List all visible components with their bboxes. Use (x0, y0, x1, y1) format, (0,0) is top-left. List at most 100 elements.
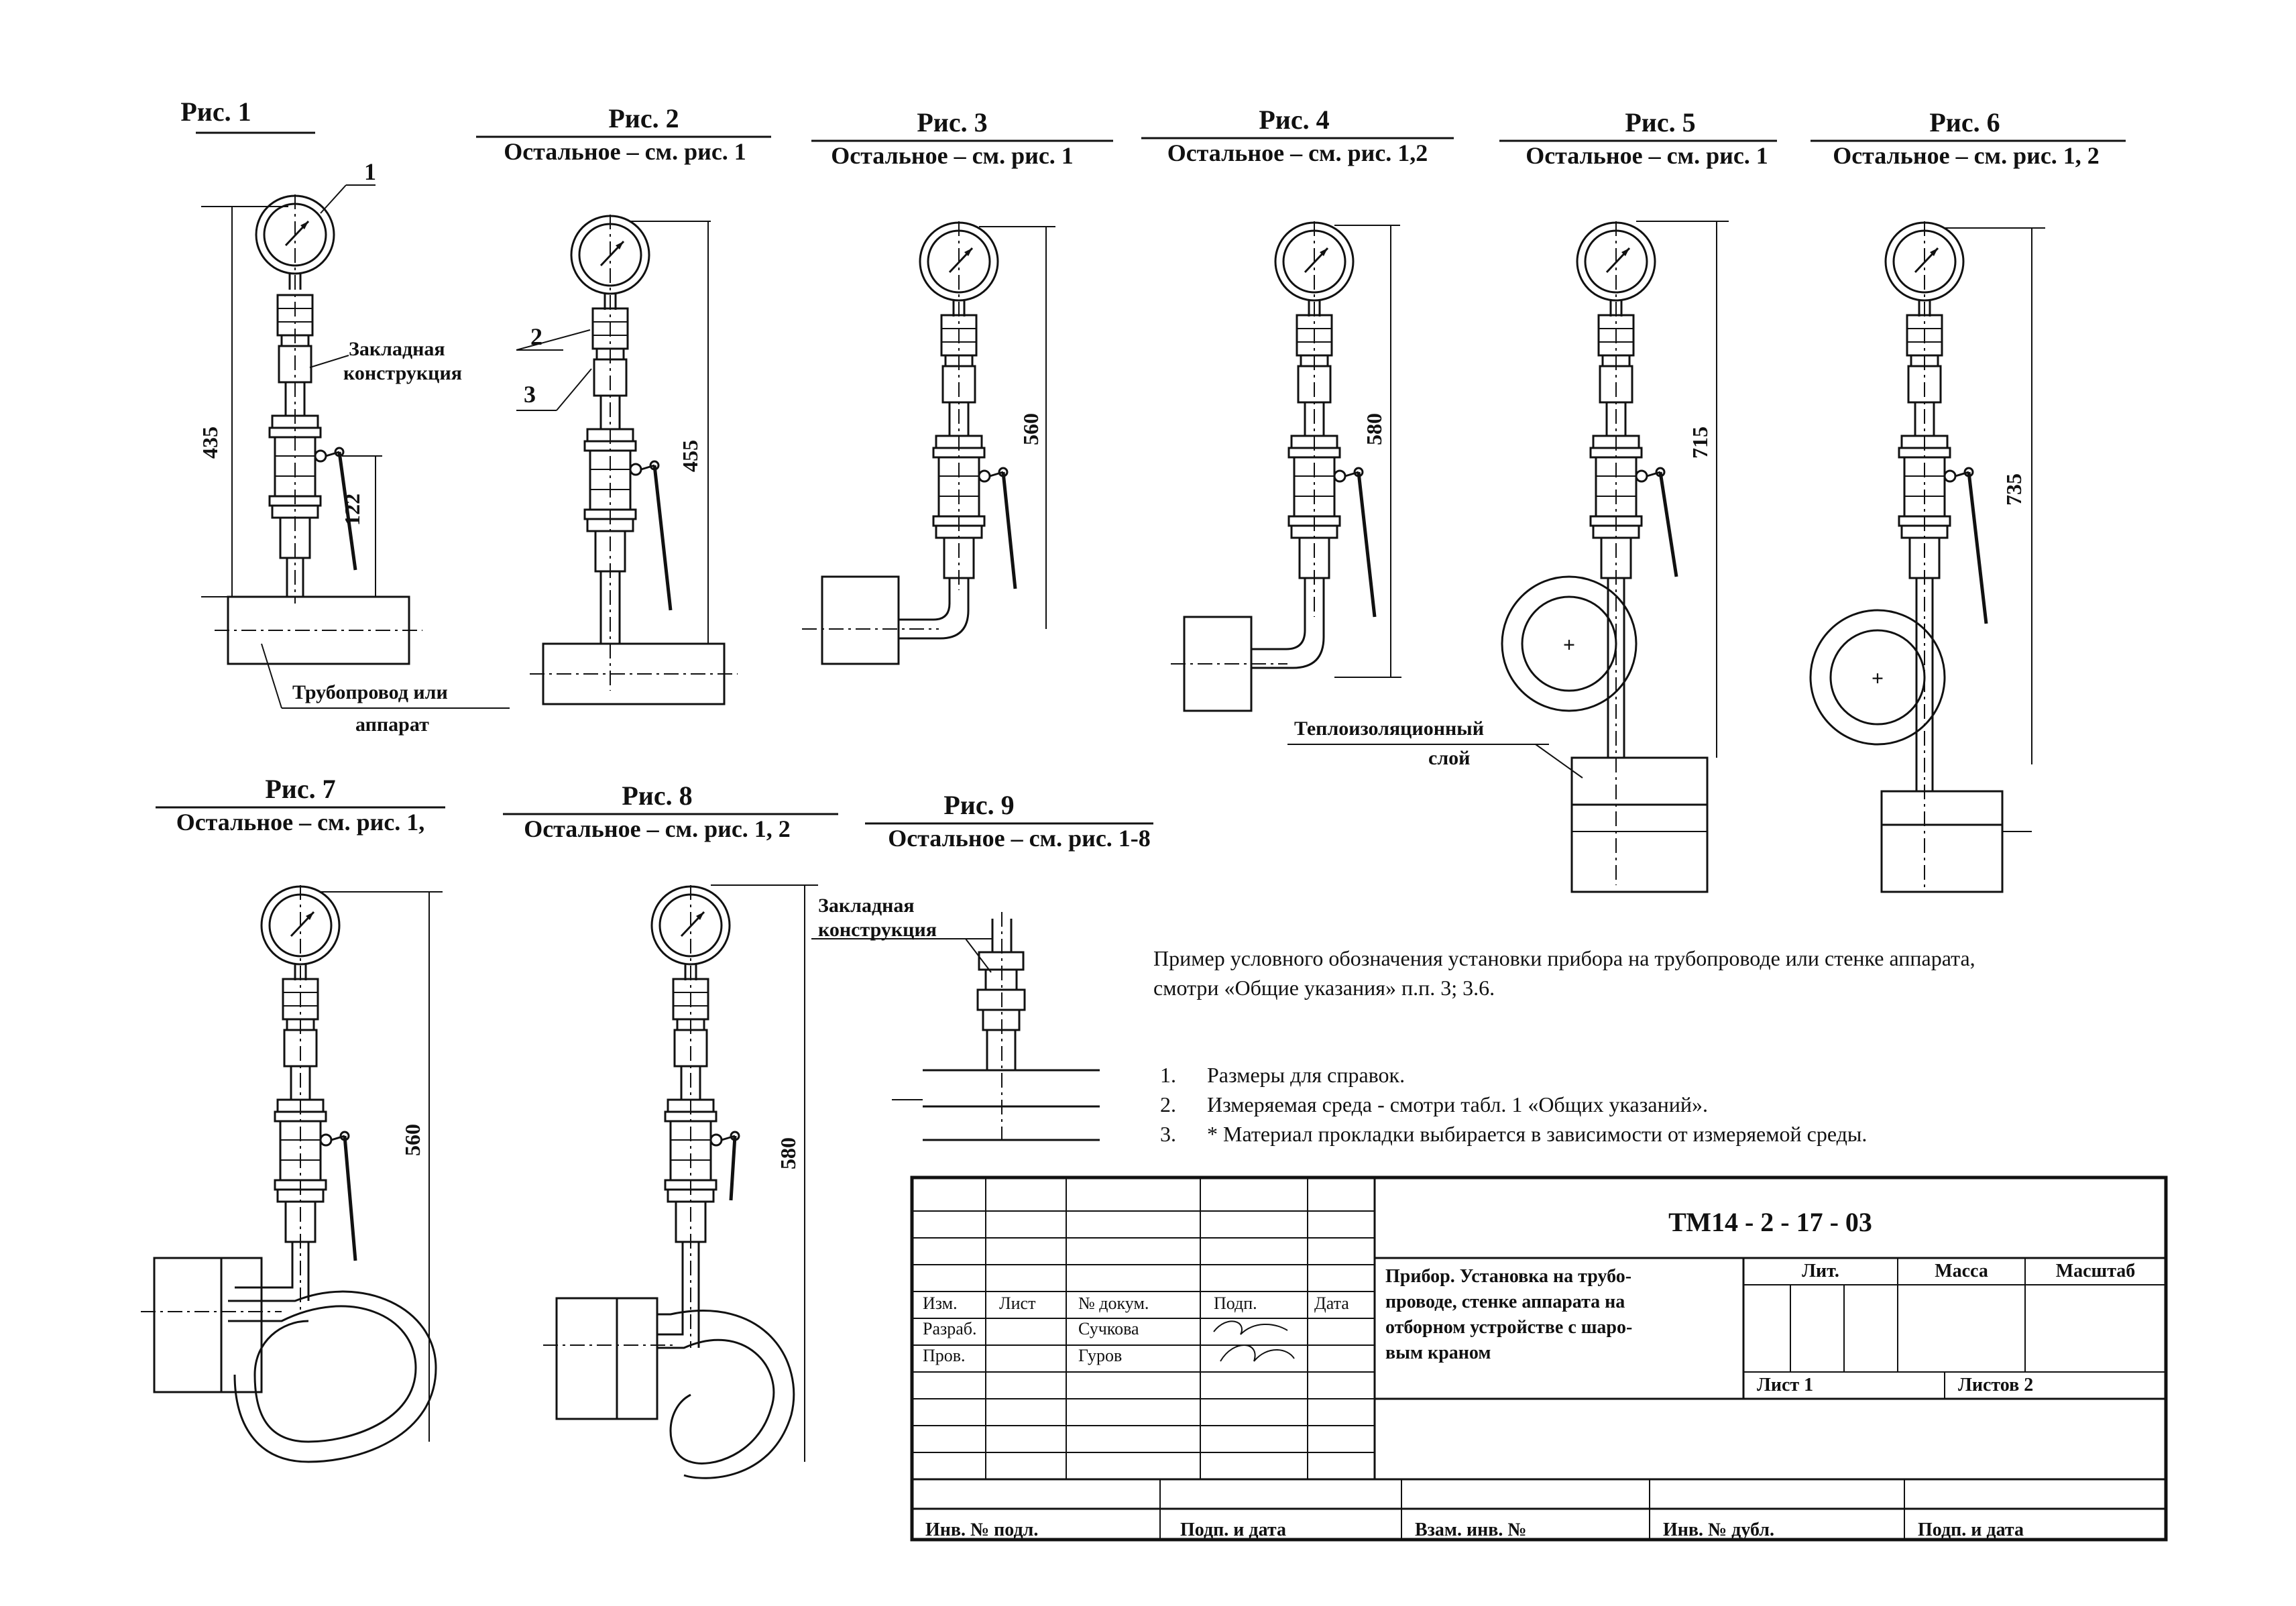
valve-assembly (932, 314, 1009, 579)
head-date: Дата (1314, 1294, 1349, 1313)
head-izm: Изм. (923, 1294, 958, 1313)
label-embedded-construction: Закладная (818, 895, 915, 917)
dimension-122: 122 (340, 494, 364, 526)
doc-code: ТМ14 - 2 - 17 - 03 (1668, 1207, 1872, 1237)
sheet-label: Лист 1 (1757, 1375, 1813, 1395)
figure-subtitle: Остальное – см. рис. 1 (1526, 142, 1768, 169)
figure-subtitle: Остальное – см. рис. 1, (176, 809, 425, 836)
sheets-label: Листов 2 (1958, 1375, 2033, 1395)
figure-title: Рис. 2 (608, 103, 679, 133)
figure-7: Рис. 7 Остальное – см. рис. 1, 560 (141, 774, 445, 1463)
mass-label: Масса (1935, 1261, 1988, 1281)
figure-5: Рис. 5 Остальное – см. рис. 1 + 715 Тепл… (1287, 107, 1777, 893)
doc-name-line2: проводе, стенке аппарата на (1385, 1292, 1625, 1312)
doc-name-line4: вым краном (1385, 1342, 1491, 1363)
dimension-580: 580 (776, 1137, 800, 1169)
dimension-560: 560 (1019, 413, 1043, 445)
vessel-wall (1570, 803, 1709, 893)
notes-block: Пример условного обозначения установки п… (1153, 946, 1975, 1146)
figure-subtitle: Остальное – см. рис. 1,2 (1167, 139, 1428, 166)
dimension-735: 735 (2002, 473, 2026, 506)
figure-subtitle: Остальное – см. рис. 1-8 (888, 825, 1151, 852)
figure-subtitle: Остальное – см. рис. 1 (504, 138, 746, 165)
title-block: ТМ14 - 2 - 17 - 03 Прибор. Установка на … (910, 1175, 2168, 1542)
figure-1: Рис. 1 435 122 1 Закладная конструкция Т… (180, 97, 510, 736)
vessel-wall (555, 1297, 618, 1420)
figure-title: Рис. 1 (180, 97, 251, 127)
label-insulation-2: слой (1428, 747, 1470, 769)
dimension-455: 455 (678, 440, 702, 472)
figure-title: Рис. 7 (265, 774, 335, 804)
bottom-inv-orig: Инв. № подл. (925, 1519, 1038, 1540)
insulation-layer (1570, 756, 1709, 806)
valve-assembly (268, 294, 345, 559)
label-insulation: Теплоизоляционный (1294, 718, 1484, 740)
name-checker: Гуров (1078, 1346, 1122, 1365)
bottom-replace-inv: Взам. инв. № (1415, 1519, 1527, 1540)
callout-1: 1 (364, 158, 376, 185)
scale-label: Масштаб (2056, 1261, 2136, 1281)
insulation-layer (616, 1297, 658, 1420)
dimension-435: 435 (198, 426, 222, 459)
label-pipeline: Трубопровод или (292, 681, 448, 703)
label-pipeline-2: аппарат (355, 713, 429, 736)
valve-assembly (274, 978, 350, 1243)
label-embedded-construction-2: конструкция (343, 362, 462, 384)
dimension-580: 580 (1362, 413, 1386, 445)
example-note-line1: Пример условного обозначения установки п… (1153, 946, 1975, 970)
figure-2: Рис. 2 Остальное – см. рис. 1 455 2 3 (476, 103, 771, 705)
role-developer: Разраб. (923, 1319, 977, 1338)
signature (1213, 1320, 1295, 1362)
svg-text:+: + (1872, 666, 1884, 690)
head-sign: Подп. (1214, 1294, 1257, 1313)
note-1-num: 1. (1160, 1063, 1176, 1087)
figure-subtitle: Остальное – см. рис. 1 (831, 142, 1074, 169)
doc-name-line1: Прибор. Установка на трубо- (1385, 1266, 1631, 1287)
vessel-wall (1880, 823, 2004, 893)
figure-3: Рис. 3 Остальное – см. рис. 1 560 (802, 107, 1113, 665)
siphon-loop (228, 1305, 417, 1443)
role-checker: Пров. (923, 1346, 966, 1365)
valve-assembly (1287, 314, 1364, 579)
figure-title: Рис. 6 (1929, 107, 2000, 137)
head-list: Лист (999, 1294, 1035, 1313)
svg-text:+: + (1563, 632, 1575, 656)
ball-valve-handle (337, 451, 357, 571)
callout-2: 2 (530, 323, 542, 350)
figure-title: Рис. 9 (943, 790, 1014, 820)
bottom-sign-date-2: Подп. и дата (1918, 1519, 2024, 1540)
insulation-outer (1501, 575, 1638, 712)
dimension-715: 715 (1688, 426, 1712, 459)
vessel-wall (821, 575, 900, 665)
figure-title: Рис. 5 (1625, 107, 1695, 137)
insulation-layer (1880, 790, 2004, 826)
valve-assembly (664, 978, 740, 1243)
head-doc: № докум. (1078, 1294, 1149, 1313)
bottom-sign-date-1: Подп. и дата (1180, 1519, 1286, 1540)
note-2-text: Измеряемая среда - смотри табл. 1 «Общих… (1207, 1092, 1708, 1116)
lit-label: Лит. (1802, 1261, 1839, 1281)
figure-8: Рис. 8 Остальное – см. рис. 1, 2 580 (503, 781, 838, 1479)
figure-title: Рис. 8 (622, 781, 692, 811)
siphon-loop (657, 1338, 775, 1465)
callout-3: 3 (524, 381, 536, 408)
bottom-inv-dup: Инв. № дубл. (1663, 1519, 1774, 1540)
label-embedded-construction-2: конструкция (818, 919, 937, 941)
example-note-line2: смотри «Общие указания» п.п. 3; 3.6. (1153, 976, 1495, 1000)
label-embedded-construction: Закладная (349, 338, 445, 360)
doc-name-line3: отборном устройстве с шаро- (1385, 1317, 1632, 1338)
valve-assembly (583, 307, 660, 573)
figure-title: Рис. 4 (1259, 105, 1329, 135)
name-developer: Сучкова (1078, 1319, 1139, 1338)
figure-9: Рис. 9 Остальное – см. рис. 1-8 Закладна… (811, 790, 1153, 1141)
note-3-text: * Материал прокладки выбирается в зависи… (1207, 1122, 1867, 1146)
insulation-outer (1809, 609, 1946, 746)
figure-subtitle: Остальное – см. рис. 1, 2 (1833, 142, 2100, 169)
note-1-text: Размеры для справок. (1207, 1063, 1405, 1087)
figure-title: Рис. 3 (917, 107, 987, 137)
figure-6: Рис. 6 Остальное – см. рис. 1, 2 + 735 (1809, 107, 2126, 893)
note-2-num: 2. (1160, 1092, 1176, 1116)
valve-assembly (1589, 314, 1666, 579)
vessel-wall (153, 1257, 223, 1393)
